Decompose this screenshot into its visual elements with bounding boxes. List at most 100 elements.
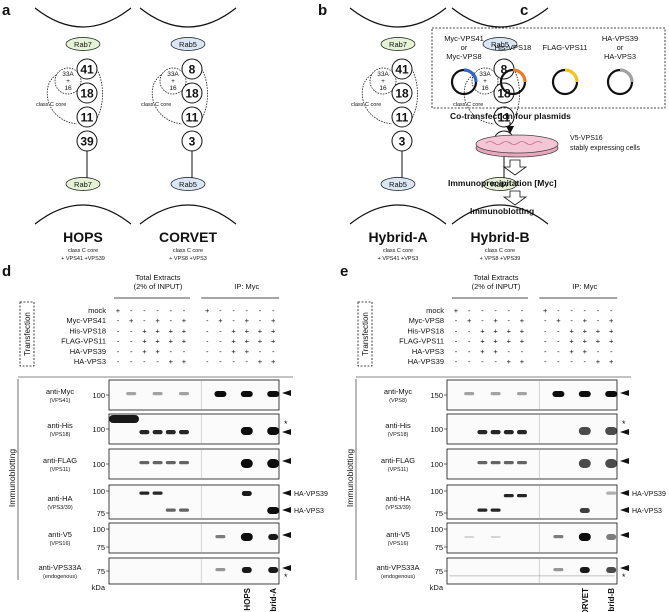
antibody-label: anti-Myc — [46, 387, 75, 396]
subunit-label: 18 — [80, 87, 94, 101]
subunit-circle — [181, 82, 203, 104]
sign: - — [521, 306, 524, 315]
sign: + — [543, 306, 548, 315]
header-ip: IP: Myc — [234, 282, 259, 291]
band — [477, 508, 488, 512]
sign: - — [143, 306, 146, 315]
subunit-label: 3 — [399, 135, 406, 149]
antibody-label: anti-HA — [385, 494, 410, 503]
membrane-top — [349, 7, 447, 28]
sign: - — [130, 347, 133, 356]
subunit-label: 18 — [185, 87, 199, 101]
row-label: Myc-VPS41 — [66, 316, 106, 325]
band — [215, 535, 226, 539]
band — [606, 534, 617, 540]
antibody-label: anti-V5 — [386, 530, 410, 539]
sign: + — [155, 326, 160, 335]
header-total: Total Extracts — [135, 273, 180, 282]
sign: + — [520, 357, 525, 366]
blot-strip: anti-His(VPS18)100* — [385, 413, 629, 445]
band — [267, 391, 280, 397]
core-bubble-l1: 33A — [167, 71, 179, 78]
sign: - — [468, 326, 471, 335]
sign: + — [142, 347, 147, 356]
subunit-circle — [391, 58, 413, 80]
antibody-target: (VPS8) — [389, 398, 407, 404]
membrane-top — [451, 7, 549, 28]
rab-top-label: Rab5 — [179, 40, 197, 49]
mw-marker: 150 — [430, 391, 443, 400]
sign: - — [117, 316, 120, 325]
core-bubble-l2: + — [66, 78, 70, 85]
subunit-label: 11 — [498, 111, 511, 125]
plasmid-name-1: HA-VPS39 — [602, 34, 638, 43]
mw-marker: 75 — [97, 543, 105, 552]
sign: - — [544, 337, 547, 346]
membrane-bottom — [451, 204, 549, 225]
sign: - — [544, 357, 547, 366]
header-ip: IP: Myc — [572, 282, 597, 291]
core-outline — [151, 72, 187, 125]
rab-top-oval — [380, 37, 416, 51]
sign: - — [117, 337, 120, 346]
mw-marker: 100 — [92, 525, 105, 534]
immunoblotting-label: Immunoblotting — [7, 449, 17, 507]
plasmid-or: or — [461, 43, 468, 52]
membrane-bottom — [139, 204, 237, 225]
plasmid-name-1: Myc-VPS41 — [444, 34, 484, 43]
plasmid-insert — [619, 68, 634, 83]
sign: + — [169, 357, 174, 366]
sign: - — [481, 357, 484, 366]
sign: + — [596, 337, 601, 346]
band — [214, 391, 227, 397]
sign: + — [556, 316, 561, 325]
sign: - — [259, 306, 262, 315]
blot-strip: anti-VPS33A(endogenous)75*kDa — [39, 557, 291, 592]
mw-marker: 100 — [430, 425, 443, 434]
sign: - — [544, 326, 547, 335]
plasmid-insert — [564, 68, 579, 83]
sign: - — [468, 347, 471, 356]
sign: + — [583, 347, 588, 356]
subunit-circle — [181, 58, 203, 80]
core-bubble — [471, 67, 499, 95]
core-bubble-l3: 16 — [481, 85, 489, 92]
sign: - — [156, 306, 159, 315]
band — [179, 508, 189, 512]
row-label: HA-VPS3 — [74, 357, 106, 366]
row-label: mock — [426, 306, 444, 315]
band — [579, 508, 590, 513]
sign: - — [610, 347, 613, 356]
sign: - — [206, 337, 209, 346]
sign: - — [232, 357, 235, 366]
band — [165, 508, 176, 512]
band — [503, 430, 514, 435]
band — [267, 459, 280, 468]
band-arrow — [282, 429, 291, 435]
sign: - — [183, 347, 186, 356]
band — [579, 567, 590, 573]
band-arrow — [282, 507, 291, 513]
antibody-label: anti-His — [385, 421, 411, 430]
sign: + — [520, 326, 525, 335]
sign: + — [596, 357, 601, 366]
class-c-core-label: class C core — [351, 102, 381, 108]
sign: - — [219, 347, 222, 356]
sign: - — [156, 357, 159, 366]
sign: - — [508, 306, 511, 315]
sign: - — [246, 306, 249, 315]
sign: - — [259, 316, 262, 325]
membrane-bottom — [349, 204, 447, 225]
sign: + — [245, 326, 250, 335]
subunit-label: 11 — [396, 111, 409, 125]
mw-marker: 100 — [430, 487, 443, 496]
antibody-target: (VPS18) — [388, 432, 409, 438]
band — [139, 491, 150, 495]
ha-bottom-label: HA-VPS3 — [632, 508, 662, 515]
blot-strip: anti-Myc(VPS8)150 — [384, 379, 629, 411]
sign: - — [117, 347, 120, 356]
band — [241, 491, 252, 496]
